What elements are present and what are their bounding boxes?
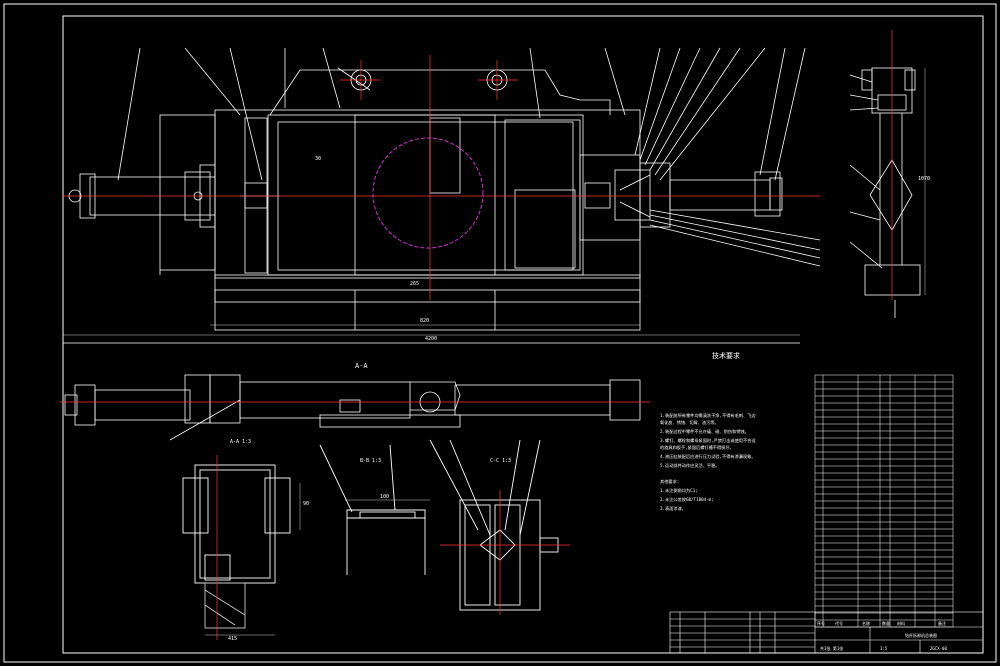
detail-c-centers (440, 490, 570, 615)
detail-b (319, 444, 430, 575)
tech-requirements-title: 技术要求 (712, 351, 740, 360)
parts-table-header: 名称 (862, 620, 870, 626)
parts-table-header: 数量 (882, 620, 890, 626)
drawing-name: 钻杆拆卸机总装图 (905, 632, 937, 638)
tech-note-line: 3.表面涂漆。 (660, 505, 686, 512)
tech-note-line: 2.装配过程中零件不允许磕、碰、划伤和锈蚀。 (660, 428, 749, 435)
detail-a (182, 464, 301, 636)
tech-note-line: 其他要求: (660, 478, 679, 485)
tech-note-line: 5.运动部件动作应灵活、平稳。 (660, 462, 719, 469)
detail-c (429, 439, 559, 611)
parts-table-header: 材料 (897, 620, 905, 626)
tech-note-line: 3.螺钉、螺栓和螺母紧固时,严禁打击或使用不合适 (660, 437, 756, 444)
tech-note-line: 4.液压缸装配后应进行压力试验,不得有渗漏现象。 (660, 453, 756, 460)
outer-border (3, 3, 997, 663)
tech-note-line: 1.装配前所有零件均需清洗干净,不得有毛刺、飞边 (660, 412, 756, 419)
parts-table-header: 序号 (817, 620, 825, 626)
tech-note-line: 2.未注公差按GB/T1804-m; (660, 496, 714, 503)
side-view (849, 67, 926, 318)
dim-text: 4200 (425, 336, 437, 342)
parts-list-table: 序号 代号 名称 数量 材料 备注 (814, 374, 954, 628)
dim-text: 820 (420, 318, 429, 324)
dim-text: 1070 (918, 176, 930, 182)
tech-note-line: 的旋具和扳手,紧固后螺钉槽不得损坏。 (660, 444, 734, 451)
main-front-view (63, 47, 821, 344)
tech-note-line: 氧化皮、锈蚀、切屑、油污等。 (660, 419, 719, 426)
detail-b-label: B-B 1:3 (360, 458, 381, 464)
gear-circle (372, 137, 484, 249)
dim-text: 90 (303, 501, 309, 507)
dim-text: 415 (228, 636, 237, 642)
dim-text: 30 (315, 156, 321, 162)
detail-c-label: C-C 1:3 (490, 458, 511, 464)
dimensions: 30 265 820 4200 1070 415 90 100 (228, 156, 930, 642)
parts-table-header: 代号 (835, 620, 843, 626)
sheet-count: 共1张 第1张 (820, 645, 843, 651)
tech-notes: 1.装配前所有零件均需清洗干净,不得有毛刺、飞边 氧化皮、锈蚀、切屑、油污等。 … (660, 412, 756, 512)
parts-table-header: 备注 (938, 620, 946, 626)
section-view (64, 374, 641, 441)
center-lines (62, 55, 820, 300)
detail-a-label: A-A 1:3 (230, 439, 251, 445)
tech-note-line: 1.未注倒角均为C1; (660, 487, 698, 494)
title-block (669, 611, 984, 654)
dim-text: 100 (380, 494, 389, 500)
section-title: A-A (355, 362, 368, 370)
drawing-scale: 1:5 (880, 646, 888, 651)
inner-border (62, 15, 984, 654)
drawing-number: ZGCX-00 (930, 646, 947, 651)
dim-text: 265 (410, 281, 419, 287)
